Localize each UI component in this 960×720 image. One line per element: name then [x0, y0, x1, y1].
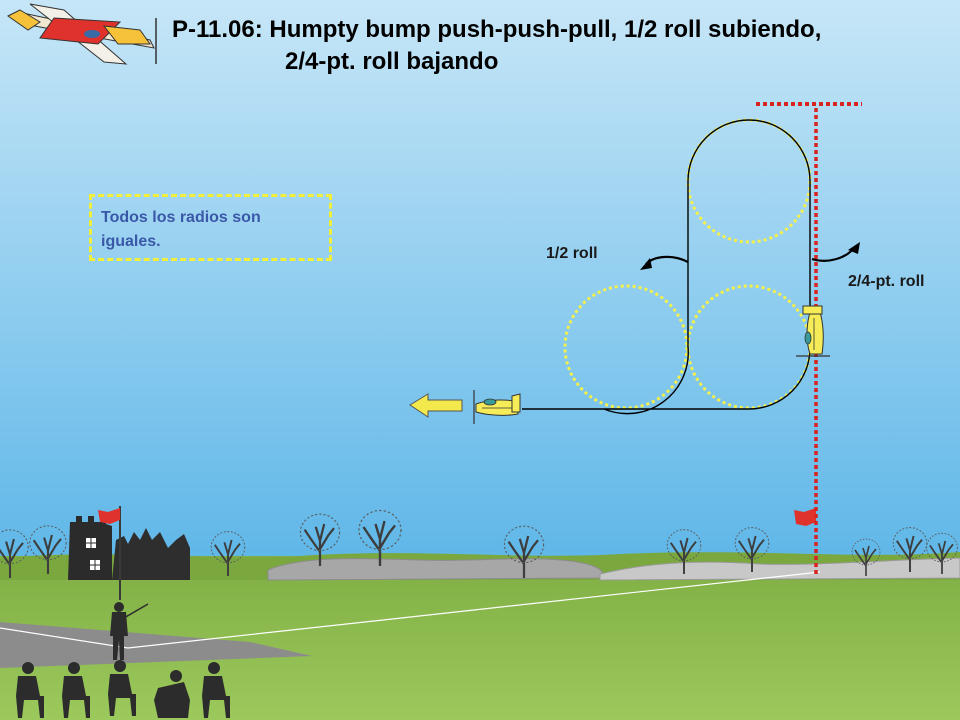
four-point-roll-label: 2/4-pt. roll — [848, 273, 925, 290]
left-arrow-icon — [409, 393, 463, 418]
pilot-silhouette-icon — [110, 602, 149, 660]
airplane-icon — [796, 305, 830, 357]
radius-circle-left — [563, 284, 689, 410]
grey-terrain-left — [267, 558, 603, 581]
four-point-roll-arrow — [811, 242, 860, 262]
radius-note-box: Todos los radios son iguales. — [89, 194, 332, 261]
title-line-2: 2/4-pt. roll bajando — [285, 48, 499, 75]
page-title: P-11.06: Humpty bump push-push-pull, 1/2… — [172, 14, 952, 78]
castle-icon — [68, 516, 190, 580]
grey-terrain-right — [599, 557, 960, 581]
sky — [0, 0, 960, 560]
half-roll-arrow — [640, 255, 689, 270]
airplane-icon — [473, 390, 521, 424]
judge-silhouette-icon — [16, 660, 230, 718]
half-roll-label: 1/2 roll — [546, 245, 598, 262]
flight-path — [522, 119, 811, 415]
aerobatic-airplane-icon — [7, 3, 157, 65]
radius-note-text: Todos los radios son iguales. — [101, 209, 261, 250]
title-line-1: P-11.06: Humpty bump push-push-pull, 1/2… — [172, 16, 822, 43]
flag-icon — [98, 506, 121, 600]
flag-icon — [794, 508, 816, 526]
sight-line — [0, 571, 821, 649]
